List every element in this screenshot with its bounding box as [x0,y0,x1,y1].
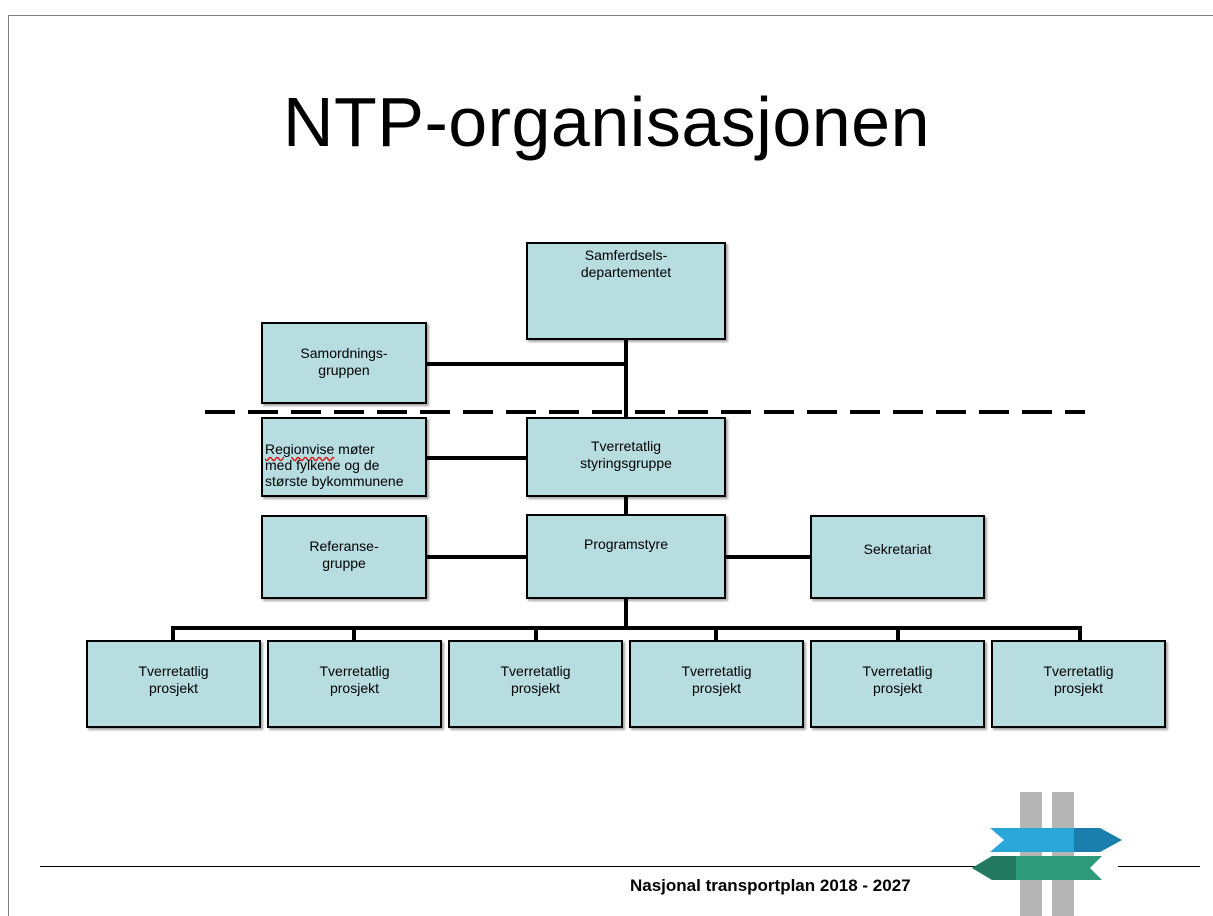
connector-drop-3 [534,626,538,642]
connector-referanse [425,555,527,559]
logo-arrow-blue-shade [1074,828,1122,852]
footer-rule-left [40,866,980,867]
connector-drop-6 [1078,626,1082,642]
node-prosjekt-5: Tverretatlig prosjekt [810,640,985,728]
connector-vertical-main [624,338,628,418]
slide-title: NTP-organisasjonen [282,83,931,161]
logo-bar-right [1052,792,1074,916]
logo-arrow-green-shade [972,856,1016,880]
connector-samordning [425,362,626,366]
node-regionvise-moter: Regionvise møter med fylkene og de størs… [261,417,427,497]
connector-drop-5 [896,626,900,642]
node-programstyre: Programstyre [526,514,726,599]
regionvise-word: Regionvise [265,441,335,457]
dashed-separator [205,410,1085,414]
connector-drop-4 [714,626,718,642]
ntp-logo-icon [972,792,1122,916]
logo-bar-left [1020,792,1042,916]
node-prosjekt-3: Tverretatlig prosjekt [448,640,623,728]
node-samferdselsdepartementet: Samferdsels- departementet [526,242,726,340]
connector-drop-1 [171,626,175,642]
connector-regionvise [425,456,527,460]
node-samordningsgruppen: Samordnings- gruppen [261,322,427,404]
node-prosjekt-4: Tverretatlig prosjekt [629,640,804,728]
node-prosjekt-6: Tverretatlig prosjekt [991,640,1166,728]
connector-horizontal-bus [171,626,1082,630]
node-prosjekt-2: Tverretatlig prosjekt [267,640,442,728]
node-sekretariat: Sekretariat [810,515,985,599]
connector-program-down [624,597,628,627]
node-tverretatlig-styringsgruppe: Tverretatlig styringsgruppe [526,417,726,497]
connector-sekretariat [724,555,812,559]
node-referansegruppe: Referanse- gruppe [261,515,427,599]
footer-title: Nasjonal transportplan 2018 - 2027 [630,876,911,895]
node-prosjekt-1: Tverretatlig prosjekt [86,640,261,728]
regionvise-rest: møter med fylkene og de største bykommun… [265,441,404,489]
connector-drop-2 [352,626,356,642]
footer-rule-right [1118,866,1200,867]
slide-frame [8,15,1213,916]
connector-styring-program [624,495,628,515]
